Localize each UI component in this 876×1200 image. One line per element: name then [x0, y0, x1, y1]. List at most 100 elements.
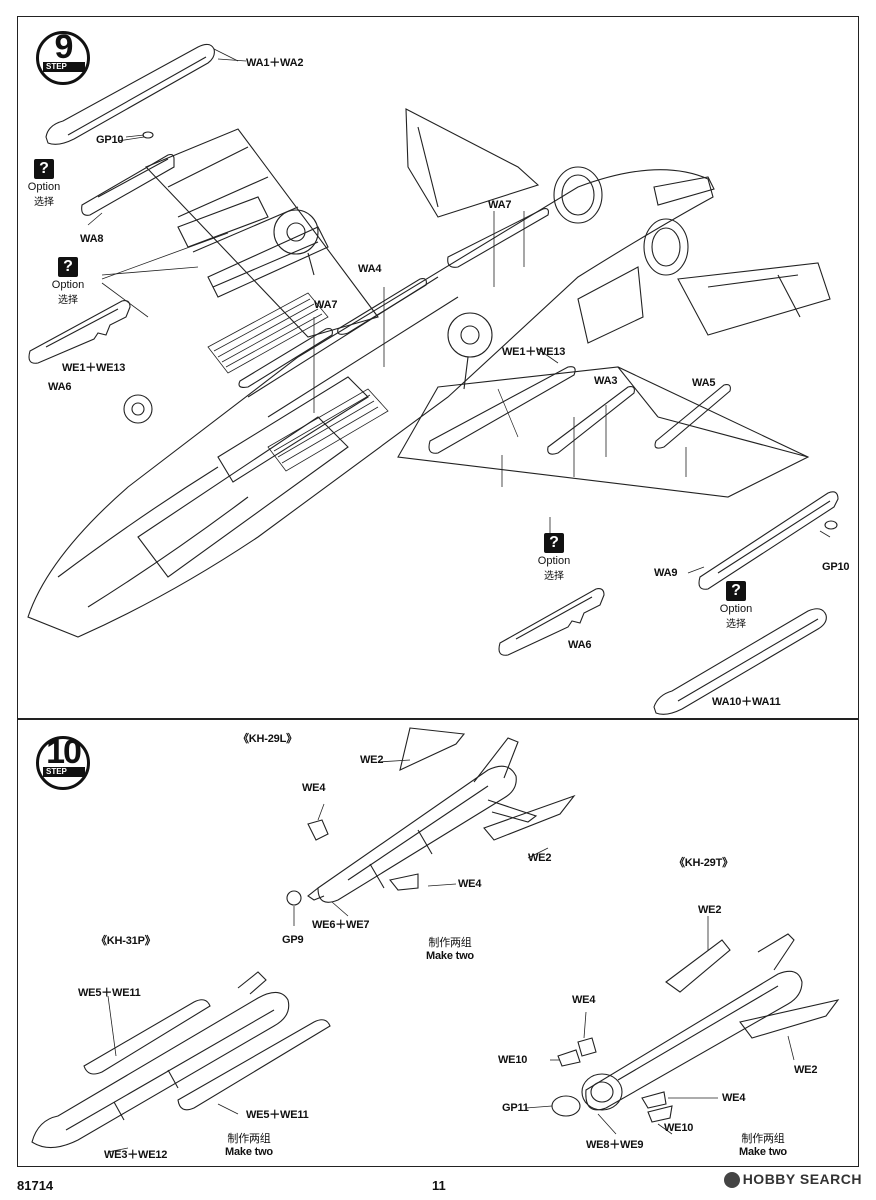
- step-10-badge: 10 STEP: [36, 733, 90, 790]
- label-wa7-lower: WA7: [314, 299, 338, 311]
- title-kh29t: 《KH-29T》: [674, 857, 733, 869]
- we2-right-wing: [483, 794, 576, 841]
- pylon-parts: [238, 208, 731, 455]
- make-two-en: Make two: [225, 1146, 273, 1158]
- label-wa10-wa11: WA10＋WA11: [712, 696, 781, 708]
- we10-bottom-part: [647, 1105, 673, 1123]
- label-we2-t-top: WE2: [698, 904, 722, 916]
- hobby-search-logo-icon: [723, 1172, 740, 1189]
- we4-left-fin: [307, 819, 329, 841]
- question-icon: ?: [726, 581, 746, 601]
- label-gp9: GP9: [282, 934, 304, 946]
- question-icon: ?: [58, 257, 78, 277]
- right-stabilizer: [677, 262, 831, 336]
- label-wa3: WA3: [594, 375, 618, 387]
- label-we4-below: WE4: [458, 878, 482, 890]
- option-note-3: ? Option 选择: [524, 533, 584, 582]
- label-wa8: WA8: [80, 233, 104, 245]
- gp11-lens: [551, 1095, 581, 1117]
- label-wa6-bottom: WA6: [568, 639, 592, 651]
- label-we10-bottom: WE10: [664, 1122, 694, 1134]
- step-9-panel: 9 STEP WA1＋WA2 GP10 WA8 WA7 WA4 WA7 WE1＋…: [17, 16, 859, 719]
- label-wa9: WA9: [654, 567, 678, 579]
- wa6-pylon-left: [28, 300, 131, 364]
- left-wing: [145, 128, 379, 338]
- label-gp10-top: GP10: [96, 134, 124, 146]
- option-cn: 选择: [726, 619, 746, 630]
- option-note-2: ? Option 选择: [38, 257, 98, 306]
- landing-gear: [123, 209, 493, 424]
- label-we4-left: WE4: [302, 782, 326, 794]
- wa8-pylon: [81, 131, 175, 216]
- right-wing: [397, 366, 810, 498]
- wa10-wa11-pod: [653, 608, 827, 715]
- option-note-4: ? Option 选择: [706, 581, 766, 630]
- watermark-text: HOBBY SEARCH: [742, 1171, 862, 1187]
- label-we5-we11-bottom: WE5＋WE11: [246, 1109, 309, 1121]
- option-note-1: ? Option 选择: [14, 159, 74, 208]
- kh29t-missile: [551, 933, 840, 1123]
- kh29l-missile: [286, 727, 576, 906]
- make-two-en: Make two: [739, 1146, 787, 1158]
- label-we5-we11-top: WE5＋WE11: [78, 987, 141, 999]
- step-10-panel: 10 STEP 《KH-29L》 《KH-29T》 《KH-31P》 WE2 W…: [17, 719, 859, 1167]
- leader-lines: [87, 58, 831, 574]
- title-kh31p: 《KH-31P》: [96, 935, 156, 947]
- step-word: STEP: [43, 767, 85, 777]
- step-number: 10: [46, 733, 82, 771]
- label-wa7-upper: WA7: [488, 199, 512, 211]
- we4-t-fin: [577, 1037, 597, 1057]
- label-we4-t: WE4: [572, 994, 596, 1006]
- step-number: 9: [54, 28, 74, 66]
- option-cn: 选择: [58, 295, 78, 306]
- option-text: Option: [537, 555, 571, 567]
- we4-lower-fin: [389, 873, 419, 891]
- label-wa5: WA5: [692, 377, 716, 389]
- option-text: Option: [719, 603, 753, 615]
- label-we2-right: WE2: [528, 852, 552, 864]
- question-icon: ?: [544, 533, 564, 553]
- we2-top-fin: [399, 727, 466, 771]
- fuselage: [27, 169, 714, 638]
- label-we1-we13-left: WE1＋WE13: [62, 362, 126, 374]
- label-wa6-left: WA6: [48, 381, 72, 393]
- kh31p-missile: [31, 971, 331, 1149]
- label-wa1-wa2: WA1＋WA2: [246, 57, 304, 69]
- make-two-kh31p: 制作两组 Make two: [204, 1130, 294, 1158]
- wa6-pylon-bottom: [498, 588, 605, 656]
- aircraft-underside-drawing: [27, 43, 839, 715]
- option-cn: 选择: [544, 571, 564, 582]
- label-we6-we7: WE6＋WE7: [312, 919, 370, 931]
- missiles-drawing: [31, 727, 840, 1153]
- question-icon: ?: [34, 159, 54, 179]
- we4-t-right-fin: [641, 1091, 667, 1109]
- label-wa4: WA4: [358, 263, 382, 275]
- title-kh29l: 《KH-29L》: [238, 733, 297, 745]
- label-we4-t-right: WE4: [722, 1092, 746, 1104]
- engine-nozzles: [553, 166, 715, 276]
- kit-number: 81714: [17, 1178, 54, 1193]
- label-we8-we9: WE8＋WE9: [586, 1139, 644, 1151]
- wa9-pylon: [698, 491, 839, 590]
- hobby-search-watermark: HOBBY SEARCH: [723, 1171, 862, 1189]
- gp9-lens: [286, 890, 302, 906]
- we5-we11-bottom-booster: [177, 1019, 331, 1111]
- option-text: Option: [27, 181, 61, 193]
- intake-hatching: [207, 292, 389, 472]
- label-we3-we12: WE3＋WE12: [104, 1149, 168, 1161]
- make-two-kh29l: 制作两组 Make two: [410, 934, 490, 962]
- make-two-cn: 制作两组: [428, 937, 472, 949]
- leader-lines: [107, 759, 795, 1153]
- option-cn: 选择: [34, 197, 54, 208]
- make-two-cn: 制作两组: [227, 1133, 271, 1145]
- label-gp10-right: GP10: [822, 561, 850, 573]
- make-two-cn: 制作两组: [741, 1133, 785, 1145]
- we5-we11-top-booster: [83, 999, 211, 1075]
- label-we2-t-right: WE2: [794, 1064, 818, 1076]
- tail-fins: [405, 108, 644, 344]
- we2-t-top-fin: [665, 939, 731, 993]
- wa1-wa2-pod: [45, 43, 239, 145]
- step-word: STEP: [43, 62, 85, 72]
- label-we10-left: WE10: [498, 1054, 528, 1066]
- make-two-kh29t: 制作两组 Make two: [718, 1130, 808, 1158]
